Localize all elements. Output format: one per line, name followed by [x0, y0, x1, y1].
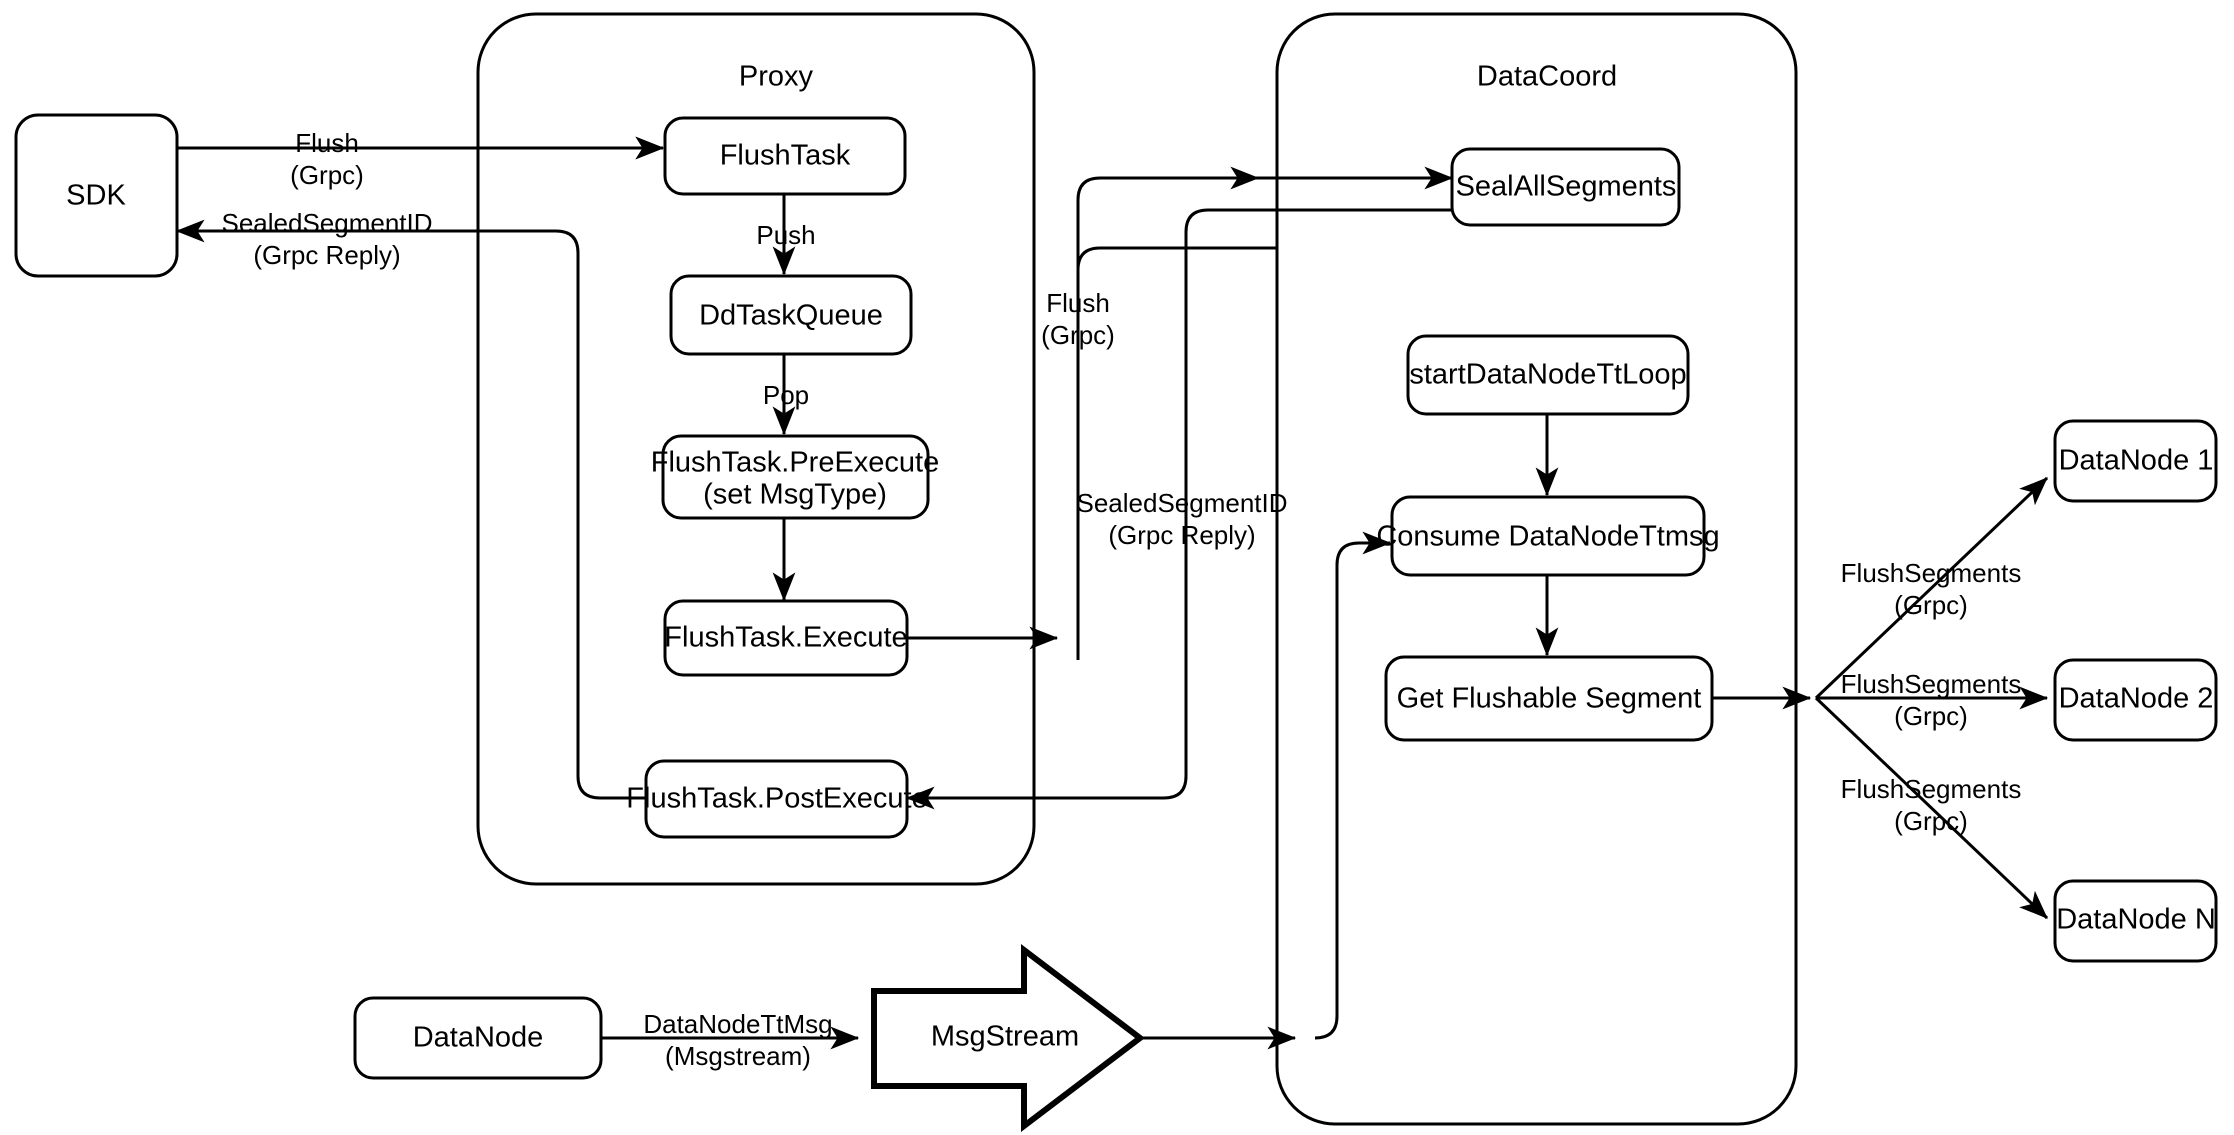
node-flushtask-postexecute[interactable]: FlushTask.PostExecute: [626, 759, 928, 839]
edge-label-sealedsegmentid-reply-line2: (Grpc Reply): [253, 240, 400, 270]
edge-datacoord-feed-to-consume: [1314, 531, 1392, 1040]
edge-label-flushsegments-2-line1: FlushSegments: [1841, 669, 2022, 699]
node-consume-datanodettmsg-label: Consume DataNodeTtmsg: [1376, 521, 1719, 553]
edge-sealallsegments-to-postexecute: [905, 208, 1452, 810]
node-flushtask-label: FlushTask: [720, 140, 851, 172]
edge-label-datanodettmsg-line1: DataNodeTtMsg: [643, 1009, 832, 1039]
edge-label-proxy-flush-grpc-line1: Flush: [1046, 288, 1110, 318]
edge-label-pop: Pop: [763, 380, 809, 410]
node-flushtask-postexecute-box[interactable]: [644, 759, 909, 839]
edge-label-datacoord-sealedsegmentid-line2: (Grpc Reply): [1108, 520, 1255, 550]
node-msgstream-label: MsgStream: [931, 1021, 1079, 1053]
node-startdatanodettloop[interactable]: startDataNodeTtLoop: [1406, 334, 1690, 416]
edge-label-proxy-flush-grpc-line2: (Grpc): [1041, 320, 1115, 350]
node-sealallsegments-box[interactable]: [1450, 147, 1681, 227]
edge-postexecute-to-sdk: [175, 219, 645, 800]
edge-label-flushsegments-1-line2: (Grpc): [1894, 590, 1968, 620]
node-flushtask-postexecute-label: FlushTask.PostExecute: [626, 783, 927, 815]
proxy-container-outline: [476, 12, 1036, 886]
node-datanode-n-box[interactable]: [2053, 879, 2218, 963]
node-flushtask[interactable]: FlushTask: [663, 116, 907, 196]
edge-label-sealedsegmentid-reply-line1: SealedSegmentID: [221, 208, 432, 238]
edge-label-flushsegments-2-line2: (Grpc): [1894, 701, 1968, 731]
node-sealallsegments[interactable]: SealAllSegments: [1450, 147, 1681, 227]
node-datanode-n[interactable]: DataNode N: [2053, 879, 2218, 963]
node-ddtaskqueue-label: DdTaskQueue: [699, 300, 883, 332]
node-flushtask-preexecute[interactable]: FlushTask.PreExecute (set MsgType): [651, 434, 940, 520]
datacoord-container-outline: [1275, 12, 1798, 1126]
node-startdatanodettloop-label: startDataNodeTtLoop: [1409, 359, 1686, 391]
datacoord-container-label: DataCoord: [1477, 61, 1617, 93]
node-startdatanodettloop-box[interactable]: [1406, 334, 1690, 416]
edge-label-datanodettmsg-line2: (Msgstream): [665, 1041, 811, 1071]
node-sdk[interactable]: SDK: [14, 113, 179, 278]
container-proxy: Proxy: [476, 12, 1036, 886]
edge-fanout-to-datanode-n: [1814, 696, 2049, 920]
edge-label-push: Push: [756, 220, 815, 250]
node-datanode-source-box[interactable]: [353, 996, 603, 1080]
node-get-flushable-segment[interactable]: Get Flushable Segment: [1384, 655, 1714, 742]
node-flushtask-preexecute-label-line2: (set MsgType): [703, 479, 887, 511]
node-sealallsegments-label: SealAllSegments: [1456, 171, 1677, 203]
node-msgstream-arrow-shape[interactable]: [871, 943, 1145, 1133]
edge-label-flush-grpc-line2: (Grpc): [290, 160, 364, 190]
edge-fanout-to-datanode-1: [1814, 476, 2049, 700]
node-flushtask-execute-label: FlushTask.Execute: [664, 622, 907, 654]
node-datanode-2-box[interactable]: [2053, 658, 2218, 742]
node-sdk-box[interactable]: [14, 113, 179, 278]
node-datanode-n-label: DataNode N: [2056, 904, 2216, 936]
edge-label-flush-grpc-line1: Flush: [295, 128, 359, 158]
node-get-flushable-segment-box[interactable]: [1384, 655, 1714, 742]
node-get-flushable-segment-label: Get Flushable Segment: [1397, 683, 1702, 715]
proxy-container-label: Proxy: [739, 61, 814, 93]
container-datacoord: DataCoord: [1275, 12, 1798, 1126]
node-datanode-source[interactable]: DataNode: [353, 996, 603, 1080]
edge-flush-rail-path: [1076, 166, 1260, 660]
edge-label-flushsegments-n-line2: (Grpc): [1894, 806, 1968, 836]
node-datanode-1[interactable]: DataNode 1: [2053, 419, 2218, 503]
node-consume-datanodettmsg[interactable]: Consume DataNodeTtmsg: [1376, 495, 1720, 577]
node-datanode-source-label: DataNode: [413, 1022, 544, 1054]
node-datanode-2[interactable]: DataNode 2: [2053, 658, 2218, 742]
node-datanode-1-label: DataNode 1: [2059, 445, 2214, 477]
node-flushtask-preexecute-box[interactable]: [661, 434, 930, 520]
node-flushtask-preexecute-label-line1: FlushTask.PreExecute: [651, 447, 940, 479]
node-ddtaskqueue-box[interactable]: [669, 274, 913, 356]
edge-label-datacoord-sealedsegmentid-line1: SealedSegmentID: [1076, 488, 1287, 518]
node-datanode-2-label: DataNode 2: [2059, 683, 2214, 715]
edge-label-flushsegments-n-line1: FlushSegments: [1841, 774, 2022, 804]
node-flushtask-execute[interactable]: FlushTask.Execute: [663, 599, 909, 677]
node-sdk-label: SDK: [66, 180, 126, 212]
node-datanode-1-box[interactable]: [2053, 419, 2218, 503]
edge-label-flushsegments-1-line1: FlushSegments: [1841, 558, 2022, 588]
node-ddtaskqueue[interactable]: DdTaskQueue: [669, 274, 913, 356]
node-flushtask-box[interactable]: [663, 116, 907, 196]
node-consume-datanodettmsg-box[interactable]: [1390, 495, 1706, 577]
node-flushtask-execute-box[interactable]: [663, 599, 909, 677]
node-msgstream[interactable]: MsgStream: [871, 943, 1145, 1133]
